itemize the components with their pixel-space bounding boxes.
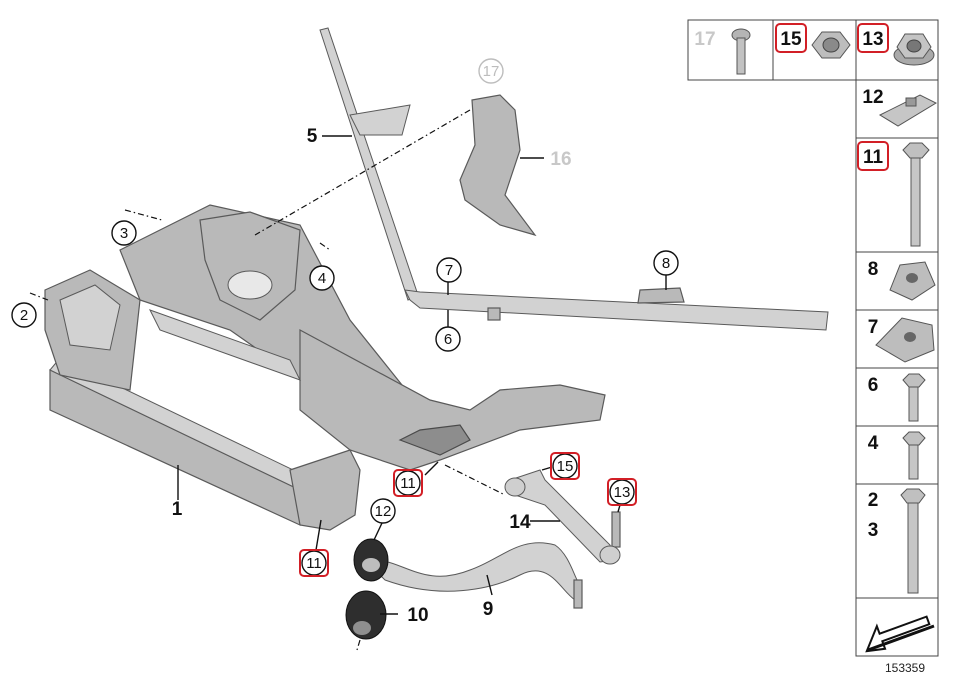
wishbone[interactable] [353,538,583,609]
callout-2[interactable]: 2 [20,307,28,324]
callout-10[interactable]: 10 [407,605,428,626]
sidebar-item-8[interactable]: 8 [868,259,936,301]
callout-7[interactable]: 7 [445,262,453,279]
bolt-icon [902,431,926,480]
sidebar-item-7[interactable]: 7 [868,317,935,363]
callout-1[interactable]: 1 [172,499,183,520]
bolt-icon [731,28,751,75]
callout-15[interactable]: 15 [557,458,574,475]
leader-lines [29,109,667,651]
svg-text:6: 6 [868,375,879,396]
svg-text:12: 12 [862,87,883,108]
cage-nut-icon [875,317,935,363]
bolt-icon [900,488,926,594]
tension-strut[interactable] [319,27,419,301]
svg-text:4: 4 [868,433,879,454]
wishbone-strut[interactable] [504,469,621,565]
diagram-reference-number: 153359 [885,661,925,675]
callouts: 1 2 3 4 5 6 7 8 9 10 11 11 12 13 14 15 1… [11,58,679,626]
svg-text:17: 17 [694,29,715,50]
callout-11-lower[interactable]: 11 [306,555,322,572]
svg-text:7: 7 [868,317,879,338]
callout-6[interactable]: 6 [444,331,452,348]
direction-arrow-icon [865,615,935,653]
svg-text:15: 15 [780,29,802,50]
reinforcement-bar[interactable] [404,287,829,331]
hex-nut-icon [811,31,851,59]
sidebar-item-15[interactable]: 15 [775,23,851,59]
svg-text:2: 2 [868,490,879,511]
sidebar-item-13[interactable]: 13 [857,23,935,66]
callout-8[interactable]: 8 [662,255,670,272]
cage-nut-icon [889,261,936,301]
svg-text:11: 11 [863,147,884,168]
clip-nut-icon [878,94,938,127]
callout-9[interactable]: 9 [483,599,494,620]
callout-4[interactable]: 4 [318,270,326,287]
bolt-icon [902,142,930,247]
callout-12[interactable]: 12 [375,503,392,520]
sidebar-item-11[interactable]: 11 [857,141,930,247]
sidebar-item-12[interactable]: 12 [862,87,938,127]
rubber-mount[interactable] [345,590,387,640]
sidebar-item-6[interactable]: 6 [868,373,926,422]
parts-sidebar: 17 15 13 12 [687,19,939,675]
bolt-icon [902,373,926,422]
svg-text:13: 13 [862,29,883,50]
svg-text:8: 8 [868,259,879,280]
front-axle-carrier[interactable] [44,204,606,531]
flange-nut-icon [893,33,935,66]
callout-13[interactable]: 13 [614,484,631,501]
callout-17[interactable]: 17 [483,63,500,80]
callout-3[interactable]: 3 [120,225,128,242]
svg-text:3: 3 [868,520,879,541]
heat-shield[interactable] [459,94,537,237]
sidebar-item-4[interactable]: 4 [868,431,926,480]
callout-11-upper[interactable]: 11 [400,475,416,492]
callout-14[interactable]: 14 [509,512,531,533]
sidebar-item-17[interactable]: 17 [694,28,751,75]
callout-5[interactable]: 5 [307,126,318,147]
sidebar-item-2-3[interactable]: 2 3 [868,488,926,594]
callout-16[interactable]: 16 [550,149,571,170]
